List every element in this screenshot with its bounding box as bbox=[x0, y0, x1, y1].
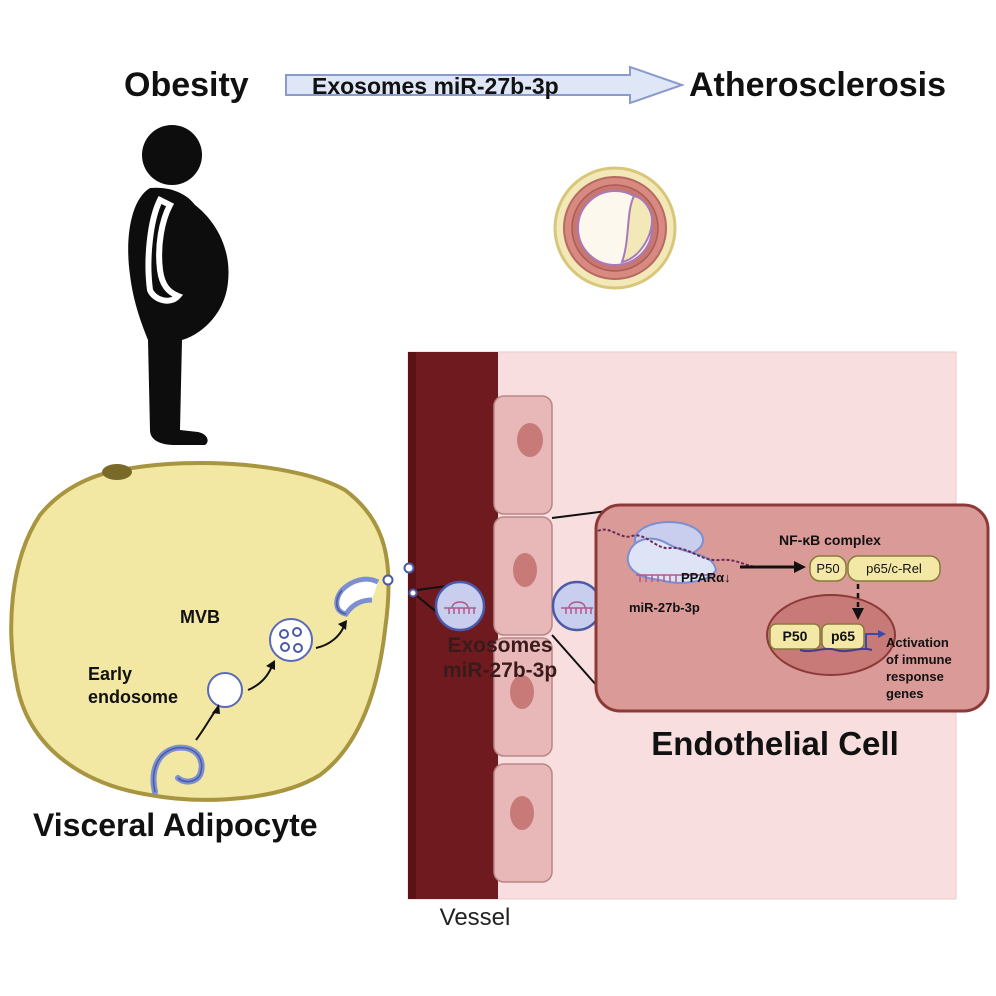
svg-text:p65: p65 bbox=[831, 628, 855, 644]
budding-vesicle-icon bbox=[150, 744, 205, 795]
cell-nucleus bbox=[510, 675, 534, 709]
obesity-label: Obesity bbox=[124, 66, 249, 104]
atherosclerosis-label: Atherosclerosis bbox=[689, 66, 946, 104]
exosomes-label-1: Exosomes bbox=[447, 634, 552, 657]
mrna-strand bbox=[597, 528, 766, 568]
released-exosome bbox=[408, 588, 418, 598]
adipocyte-title: Visceral Adipocyte bbox=[33, 807, 318, 843]
p50-protein: P50 bbox=[809, 555, 847, 582]
activation-text: Activation of immune response genes bbox=[886, 635, 952, 701]
endothelial-layer bbox=[493, 395, 553, 883]
svg-text:P50: P50 bbox=[816, 561, 839, 576]
mvb-icon bbox=[269, 618, 313, 662]
cell-nucleus bbox=[510, 796, 534, 830]
svg-text:response: response bbox=[886, 669, 944, 684]
membrane-fusion-icon bbox=[334, 576, 380, 617]
exosome-mirna-icon bbox=[434, 580, 486, 632]
endothelial-cell bbox=[493, 395, 553, 515]
vessel-label: Vessel bbox=[440, 904, 511, 931]
endothelial-cell-title: Endothelial Cell bbox=[651, 725, 899, 762]
mvb-label: MVB bbox=[180, 607, 220, 627]
ppara-arrowhead bbox=[794, 561, 806, 573]
dna-strand bbox=[799, 647, 873, 653]
svg-text:P50: P50 bbox=[783, 628, 808, 644]
svg-text:p65/c-Rel: p65/c-Rel bbox=[866, 561, 922, 576]
mirna-label: miR-27b-3p bbox=[629, 600, 700, 615]
ribosome-risc-icon bbox=[626, 521, 718, 584]
svg-text:of immune: of immune bbox=[886, 652, 952, 667]
p50-nuclear: P50 bbox=[769, 623, 821, 650]
obese-person-icon bbox=[128, 125, 229, 446]
svg-text:Activation: Activation bbox=[886, 635, 949, 650]
artery-cross-section-icon bbox=[553, 166, 677, 290]
transfer-arrow bbox=[285, 65, 686, 105]
early-endosome-icon bbox=[207, 672, 243, 708]
nfkb-complex-label: NF-κB complex bbox=[779, 532, 881, 548]
early-endosome-label-1: Early bbox=[88, 664, 132, 684]
arrowheads bbox=[212, 620, 347, 714]
svg-text:genes: genes bbox=[886, 686, 924, 701]
early-endosome-label-2: endosome bbox=[88, 687, 178, 707]
released-exosome bbox=[403, 562, 415, 574]
ppara-label: PPARα↓ bbox=[681, 570, 731, 585]
p65-crel-protein: p65/c-Rel bbox=[847, 555, 941, 582]
cell-nucleus bbox=[513, 553, 537, 587]
visceral-adipocyte bbox=[9, 460, 391, 802]
cell-nucleus bbox=[517, 423, 543, 457]
exosome-mirna-icon bbox=[551, 580, 603, 632]
arrow-label: Exosomes miR-27b-3p bbox=[312, 73, 559, 99]
p65-nuclear: p65 bbox=[821, 623, 865, 650]
exosomes-label-2: miR-27b-3p bbox=[443, 659, 557, 682]
transcription-arrow bbox=[865, 633, 880, 648]
adipocyte-nucleus bbox=[102, 464, 132, 480]
released-exosome bbox=[382, 574, 394, 586]
